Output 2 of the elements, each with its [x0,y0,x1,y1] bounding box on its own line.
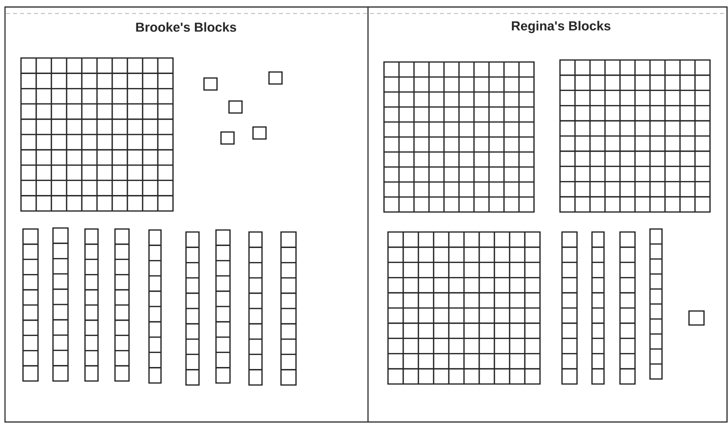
panel-title: Brooke's Blocks [136,22,236,32]
panel-title: Regina's Blocks [512,20,610,34]
